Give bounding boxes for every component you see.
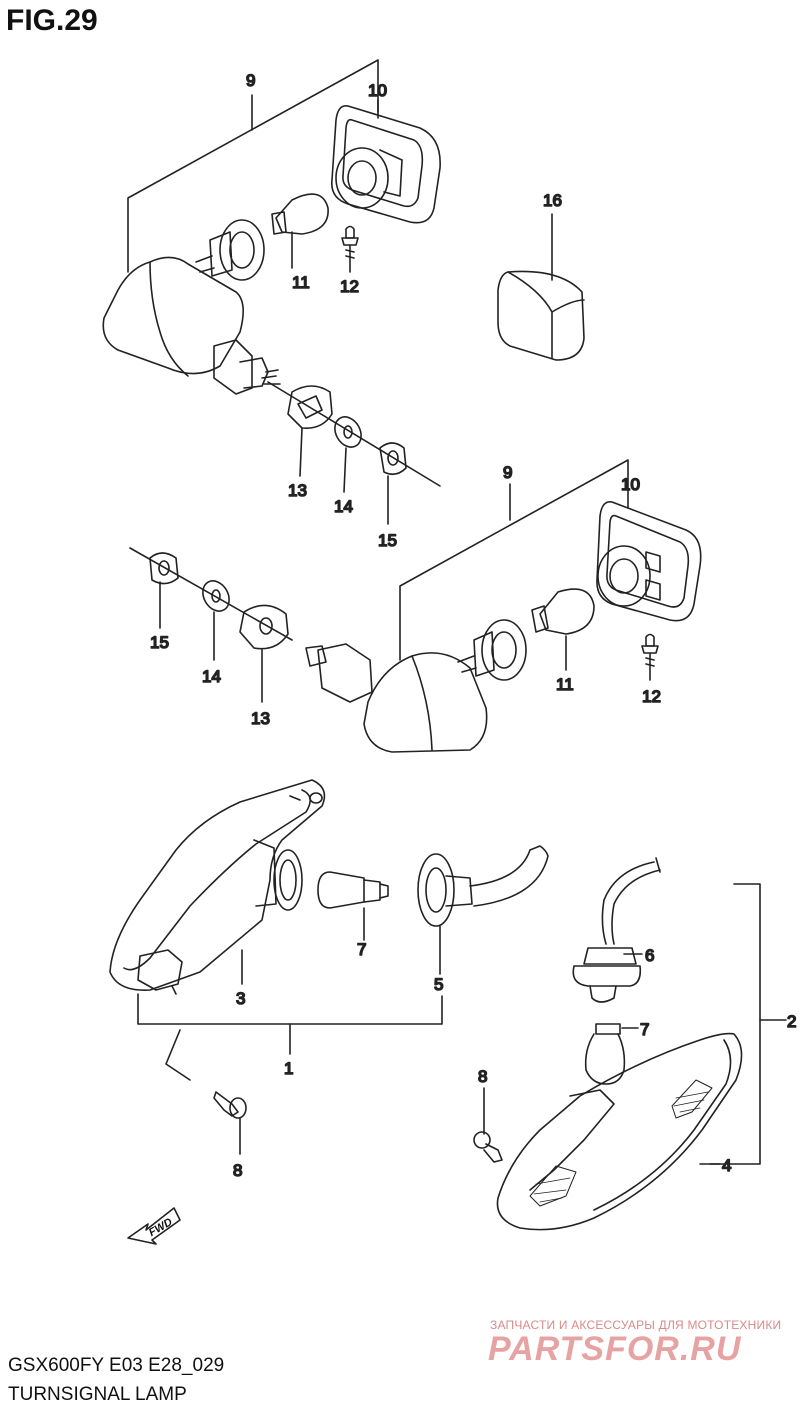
callout-rear-5: 5 xyxy=(434,975,443,994)
callout-rear-8: 8 xyxy=(233,1161,242,1180)
front-socket-6 xyxy=(572,857,661,1003)
front-turnsignal-assembly xyxy=(473,857,787,1231)
rear-housing-3 xyxy=(109,779,326,995)
callout-top-14: 14 xyxy=(334,497,353,516)
rear-screw-8 xyxy=(213,1091,247,1155)
mid-9-bracket xyxy=(399,459,629,661)
part-name: TURNSIGNAL LAMP xyxy=(8,1384,187,1405)
top-screw-12 xyxy=(341,225,359,273)
callout-rear-1: 1 xyxy=(284,1059,293,1078)
callout-front-2: 2 xyxy=(787,1012,796,1031)
front-lens-4 xyxy=(496,1032,743,1231)
mid-socket xyxy=(457,619,527,681)
callout-mid-15: 15 xyxy=(150,633,169,652)
rear-turnsignal-assembly xyxy=(109,779,549,1155)
callout-top-11: 11 xyxy=(292,273,310,292)
top-14-leader xyxy=(343,447,347,493)
rear-socket-5 xyxy=(417,845,549,975)
callout-top-10: 10 xyxy=(368,81,387,100)
mid-housing xyxy=(129,547,488,753)
mid-washer-14 xyxy=(202,580,230,661)
top-washer-13 xyxy=(287,385,333,477)
top-turnsignal-assembly xyxy=(102,59,585,525)
front-screw-8 xyxy=(473,1087,503,1163)
callout-mid-11: 11 xyxy=(556,675,574,694)
callout-mid-12: 12 xyxy=(642,687,661,706)
top-socket xyxy=(195,219,265,281)
callout-rear-3: 3 xyxy=(236,989,245,1008)
front-2-bracket xyxy=(709,883,761,1165)
callout-top-13: 13 xyxy=(288,481,307,500)
top-housing xyxy=(102,256,441,487)
rear-8-guide xyxy=(165,1029,191,1081)
fwd-direction-arrow-icon: FWD xyxy=(127,1207,181,1245)
callout-rear-7: 7 xyxy=(357,940,366,959)
callout-front-6: 6 xyxy=(645,946,654,965)
callout-top-16: 16 xyxy=(543,191,562,210)
cap-16 xyxy=(497,213,585,361)
callout-top-12: 12 xyxy=(340,277,359,296)
mid-screw-12 xyxy=(641,633,659,681)
watermark-tagline: ЗАПЧАСТИ И АКСЕССУАРЫ ДЛЯ МОТОТЕХНИКИ xyxy=(490,1318,782,1332)
callout-top-15: 15 xyxy=(378,531,397,550)
top-bulb-11 xyxy=(271,193,329,269)
top-grommet-15 xyxy=(379,442,407,525)
callout-mid-13: 13 xyxy=(251,709,270,728)
callout-front-4: 4 xyxy=(722,1156,731,1175)
top-lens-10 xyxy=(331,104,441,224)
rear-bulb-7 xyxy=(317,871,389,941)
mid-turnsignal-assembly xyxy=(129,459,702,753)
mid-grommet-15 xyxy=(149,552,179,629)
mid-bulb-11 xyxy=(531,588,595,671)
front-bulb-7 xyxy=(584,1023,639,1085)
callout-top-9: 9 xyxy=(246,71,255,90)
top-9-bracket xyxy=(127,59,379,273)
callout-front-7: 7 xyxy=(640,1020,649,1039)
fwd-label: FWD xyxy=(147,1216,175,1239)
watermark-logo: PARTSFOR.RU xyxy=(488,1330,742,1368)
callout-mid-14: 14 xyxy=(202,667,221,686)
mid-lens-10 xyxy=(596,500,702,622)
callout-mid-9: 9 xyxy=(503,463,512,482)
top-washer-14 xyxy=(334,416,362,493)
top-13-leader xyxy=(299,427,303,477)
figure-title: FIG.29 xyxy=(6,4,98,37)
model-code: GSX600FY E03 E28_029 xyxy=(8,1355,225,1376)
callout-mid-10: 10 xyxy=(621,475,640,494)
rear-1-bracket xyxy=(137,993,443,1025)
mid-washer-13 xyxy=(239,604,289,703)
callout-front-8: 8 xyxy=(478,1067,487,1086)
